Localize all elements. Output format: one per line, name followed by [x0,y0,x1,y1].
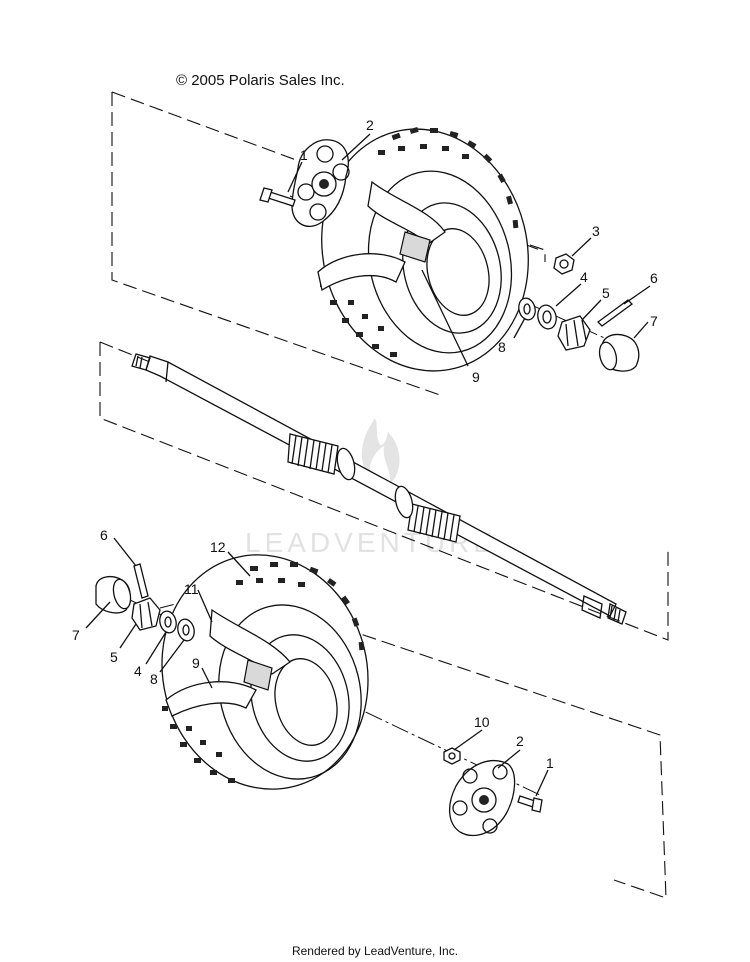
lower-castle-nut [131,597,161,631]
upper-callout-7: 7 [650,313,658,329]
lower-inner-washer-4 [164,616,172,628]
lower-callout-8: 8 [150,671,158,687]
lower-hub-bolt [517,795,543,813]
lower-callout-1: 1 [546,755,554,771]
upper-callout-5: 5 [602,285,610,301]
upper-callout-1: 1 [300,147,308,163]
lower-callout-9: 9 [192,655,200,671]
lower-callout-4: 4 [134,663,142,679]
footer-text: Rendered by LeadVenture, Inc. [291,944,459,958]
lower-tire [161,554,369,790]
lower-callout-6: 6 [100,527,108,543]
upper-dust-cap [598,333,640,372]
upper-callout-4: 4 [580,269,588,285]
lower-hub [449,760,516,837]
lower-callout-12: 12 [210,539,226,555]
upper-leader-lines [287,133,651,367]
rear-axle [131,353,627,625]
lower-callout-7: 7 [72,627,80,643]
upper-callout-2: 2 [366,117,374,133]
upper-hub-bolt [259,187,296,207]
copyright-text: © 2005 Polaris Sales Inc. [176,72,345,89]
upper-callout-9: 9 [472,369,480,385]
upper-callout-3: 3 [592,223,600,239]
upper-nut [553,253,575,275]
upper-castle-nut [557,315,591,351]
upper-cotter-pin [597,299,633,327]
lower-cotter-pin [133,563,149,599]
upper-callout-8: 8 [498,339,506,355]
lower-callout-11: 11 [184,581,199,597]
lower-callout-10: 10 [474,714,490,730]
lower-callout-5: 5 [110,649,118,665]
upper-tire [317,127,529,372]
lower-callout-2: 2 [516,733,524,749]
lower-leader-lines [85,537,549,797]
lower-nut [443,747,461,765]
lower-dust-cap [95,575,132,614]
watermark: LEADVENTURE [245,418,492,558]
lower-inner-washer-8 [182,624,190,636]
lower-assembly-outline [229,589,667,899]
upper-inner-washer-8 [523,303,531,315]
upper-inner-washer-4 [542,310,552,324]
upper-callout-6: 6 [650,270,658,286]
